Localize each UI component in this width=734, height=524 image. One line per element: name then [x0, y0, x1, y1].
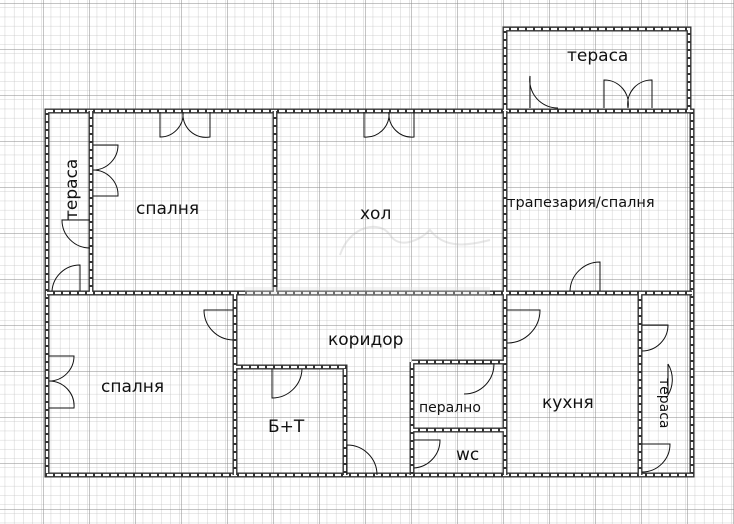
door-icon	[346, 444, 378, 476]
door-icon	[203, 309, 234, 341]
label-hall: хол	[360, 204, 391, 224]
door-icon	[271, 368, 303, 399]
label-wc: wc	[456, 445, 479, 465]
door-icon	[506, 309, 541, 344]
label-terrace-top: тераса	[567, 46, 628, 66]
label-kitchen: кухня	[542, 393, 594, 413]
door-icon	[569, 261, 601, 292]
label-terrace-right: тераса	[656, 378, 672, 429]
label-terrace-left: тераса	[62, 159, 82, 220]
door-icon	[51, 264, 81, 292]
door-icon	[463, 363, 495, 395]
door-icon	[667, 363, 673, 397]
room-labels: тераса тераса спалня хол трапезария/спал…	[62, 46, 672, 465]
door-icon	[603, 79, 653, 109]
window-icon	[159, 111, 211, 138]
label-bath-wc: Б+Т	[268, 417, 305, 437]
doors	[48, 75, 673, 476]
label-laundry: перално	[419, 400, 481, 416]
label-corridor: коридор	[328, 330, 403, 350]
door-icon	[529, 75, 559, 109]
door-icon	[641, 324, 669, 352]
door-icon	[641, 443, 671, 473]
window-icon	[363, 111, 415, 138]
window-icon	[48, 355, 75, 409]
label-bedroom-1: спалня	[136, 199, 199, 219]
door-icon	[413, 439, 441, 469]
walls	[44, 26, 695, 478]
door-icon	[61, 219, 91, 249]
label-dining-bedroom: трапезария/спалня	[507, 195, 655, 211]
door-icon	[92, 144, 119, 197]
label-bedroom-2: спалня	[101, 377, 164, 397]
watermark-logo	[245, 225, 491, 295]
